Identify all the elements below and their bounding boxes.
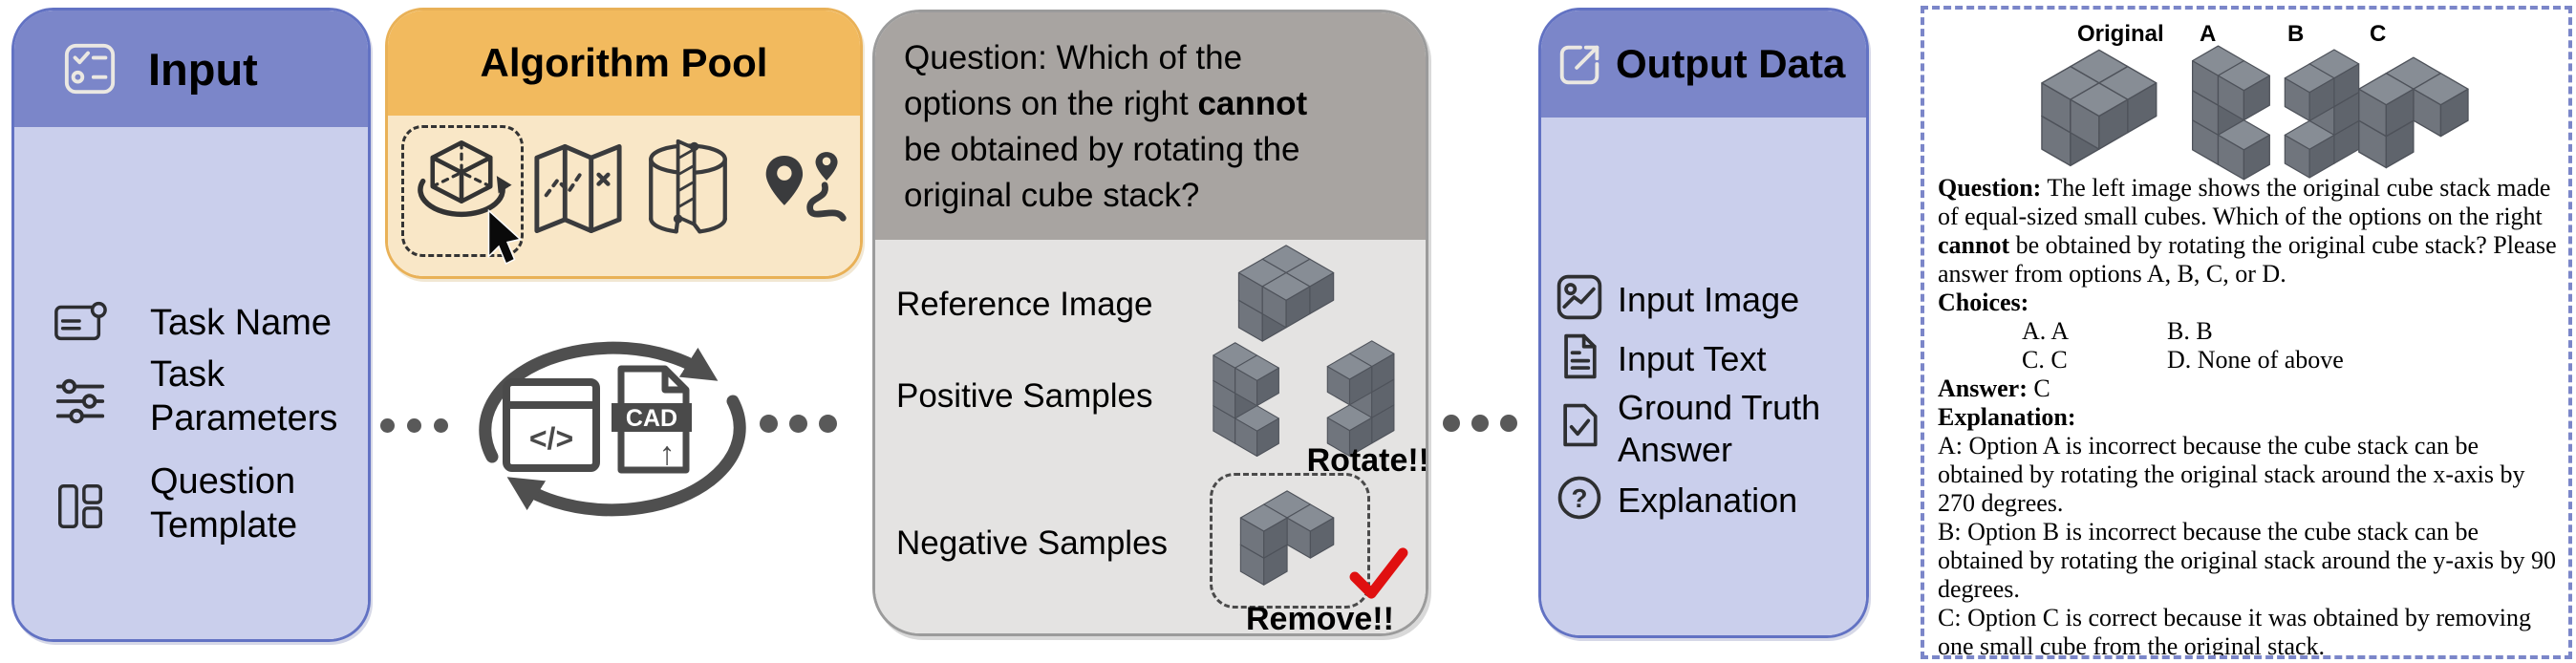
svg-text:</>: </> bbox=[529, 421, 573, 456]
dot bbox=[380, 418, 395, 433]
ellipsis-dots bbox=[760, 415, 848, 433]
algorithm-pool-header: Algorithm Pool bbox=[388, 11, 860, 116]
task-name-icon bbox=[54, 301, 107, 341]
explanation-c: C: Option C is correct because it was ob… bbox=[1938, 604, 2531, 659]
code-window-icon: </> bbox=[503, 378, 600, 472]
algorithm-pool-body bbox=[388, 116, 860, 276]
input-panel-title: Input bbox=[148, 43, 258, 95]
choice-c: C. C bbox=[2022, 346, 2068, 374]
svg-text:↑: ↑ bbox=[659, 436, 676, 472]
cube-label-c: C bbox=[2370, 21, 2387, 47]
input-item-label: Question Template bbox=[150, 461, 298, 545]
output-panel: Output Data Input Image Input Text bbox=[1538, 8, 1869, 638]
positive-sample-stack bbox=[1213, 342, 1279, 458]
option-b-cube-stack bbox=[2284, 49, 2360, 179]
sample-panel-body: Reference Image Positive Samples Rotate!… bbox=[875, 240, 1426, 633]
remove-tag: Remove!! bbox=[1246, 601, 1394, 636]
ellipsis-dots bbox=[1443, 415, 1529, 432]
ellipsis-dots bbox=[380, 418, 461, 433]
map-icon bbox=[534, 143, 622, 234]
choice-d: D. None of above bbox=[2167, 346, 2344, 374]
svg-text:CAD: CAD bbox=[626, 405, 677, 432]
dot bbox=[789, 415, 807, 433]
cad-file-icon: CAD ↑ bbox=[612, 365, 692, 474]
choice-a: A. A bbox=[2022, 317, 2070, 345]
dot bbox=[1500, 415, 1517, 432]
generation-loop: </> CAD ↑ bbox=[479, 341, 746, 517]
choice-row: C. C D. None of above bbox=[1938, 346, 2561, 374]
example-question: Question: The left image shows the origi… bbox=[1938, 174, 2557, 288]
selected-algorithm-box bbox=[401, 125, 524, 257]
choice-row: A. A B. B bbox=[1938, 317, 2561, 346]
ground-truth-icon bbox=[1563, 403, 1598, 447]
answer-line: Answer: C bbox=[1938, 374, 2050, 402]
input-item-label: Task Parameters bbox=[150, 354, 338, 438]
explanation-a: A: Option A is incorrect because the cub… bbox=[1938, 432, 2525, 517]
cube-label-a: A bbox=[2200, 21, 2217, 47]
negative-sample-box bbox=[1210, 473, 1370, 609]
dot bbox=[1471, 415, 1489, 432]
dot bbox=[819, 415, 837, 433]
positive-samples-label: Positive Samples bbox=[896, 377, 1153, 415]
rotate-tag: Rotate!! bbox=[1306, 442, 1428, 479]
dot bbox=[760, 415, 778, 433]
output-item-label: Ground Truth Answer bbox=[1618, 388, 1821, 469]
output-item-label: Explanation bbox=[1618, 481, 1798, 520]
cycle-arrows-icon bbox=[479, 341, 746, 517]
algorithm-pool-panel: Algorithm Pool bbox=[385, 8, 863, 279]
output-item-label: Input Image bbox=[1618, 280, 1800, 319]
rotate-cube-icon bbox=[418, 140, 512, 218]
dot bbox=[407, 418, 421, 433]
output-panel-title: Output Data bbox=[1616, 41, 1846, 86]
dot bbox=[1443, 415, 1460, 432]
input-item-label: Task Name bbox=[150, 303, 333, 343]
reference-cube-stack bbox=[1237, 245, 1335, 342]
dot bbox=[434, 418, 448, 433]
check-icon bbox=[1349, 547, 1408, 599]
cube-label-original: Original bbox=[2077, 21, 2164, 47]
example-text-block: Question: The left image shows the origi… bbox=[1938, 174, 2561, 659]
choices-label: Choices: bbox=[1938, 289, 2029, 316]
explanation-icon: ? bbox=[1557, 476, 1601, 520]
route-icon bbox=[765, 152, 847, 222]
reference-image-label: Reference Image bbox=[896, 286, 1153, 323]
explanation-b: B: Option B is incorrect because the cub… bbox=[1938, 518, 2556, 603]
positive-sample-stack bbox=[1326, 340, 1395, 457]
cursor-icon bbox=[487, 209, 523, 266]
svg-text:?: ? bbox=[1571, 483, 1587, 513]
negative-sample-stack bbox=[1239, 490, 1335, 586]
example-output-panel: Original A B C Question: The left image … bbox=[1921, 6, 2572, 659]
input-panel: Input Task Name Task Parameters bbox=[11, 8, 371, 642]
option-c-cube-stack bbox=[2358, 56, 2469, 169]
choice-b: B. B bbox=[2167, 317, 2213, 345]
input-image-icon bbox=[1556, 274, 1602, 320]
external-link-icon bbox=[1559, 45, 1599, 85]
negative-samples-label: Negative Samples bbox=[896, 524, 1169, 562]
option-a-cube-stack bbox=[2191, 45, 2270, 181]
algorithm-pool-title: Algorithm Pool bbox=[480, 40, 768, 85]
question-template-icon bbox=[57, 483, 103, 529]
checklist-icon bbox=[64, 43, 116, 95]
original-cube-stack bbox=[2041, 49, 2157, 167]
output-item-label: Input Text bbox=[1618, 339, 1767, 378]
cross-section-icon bbox=[649, 139, 727, 234]
cube-label-b: B bbox=[2287, 21, 2305, 47]
task-parameters-icon bbox=[55, 378, 105, 424]
output-panel-header: Output Data bbox=[1541, 11, 1866, 118]
input-panel-header: Input bbox=[14, 11, 368, 127]
explanation-label: Explanation: bbox=[1938, 403, 2076, 431]
input-text-icon bbox=[1564, 333, 1597, 379]
